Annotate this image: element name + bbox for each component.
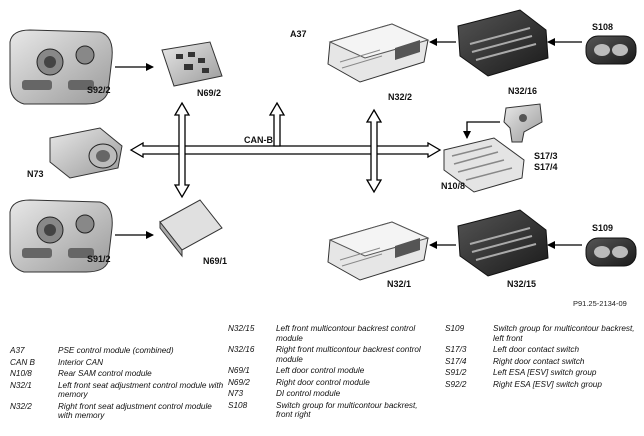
can-b-bus: CAN-B (129, 101, 442, 199)
n32-16-module-image (457, 9, 549, 77)
s17-switch-image (503, 103, 543, 143)
signal-arrows (115, 38, 582, 249)
label-s108: S108 (592, 22, 613, 32)
label-n69-2: N69/2 (197, 88, 221, 98)
label-n69-1: N69/1 (203, 256, 227, 266)
can-b-network-diagram: CAN-B S92/2 N69/2 N73 (9, 9, 637, 308)
s91-2-switch-image (9, 199, 113, 273)
n69-1-module-image (159, 199, 223, 258)
n32-15-module-image (457, 209, 549, 277)
label-s17-4: S17/4 (534, 162, 558, 172)
label-a37: A37 (290, 29, 307, 39)
label-n32-2: N32/2 (388, 92, 412, 102)
label-n10-8: N10/8 (441, 181, 465, 191)
label-s92-2: S92/2 (87, 85, 111, 95)
n32-1-module-image (327, 221, 430, 281)
n10-8-module-image (443, 137, 525, 193)
n69-2-module-image (161, 41, 223, 87)
label-s91-2: S91/2 (87, 254, 111, 264)
n73-module-image (49, 127, 123, 179)
label-n32-15: N32/15 (507, 279, 536, 289)
bus-stem-n32 (365, 108, 383, 194)
label-s17-3: S17/3 (534, 151, 558, 161)
bus-stem-n69 (173, 101, 191, 199)
bus-stem-a37 (268, 101, 286, 147)
label-n32-1: N32/1 (387, 279, 411, 289)
bus-label: CAN-B (244, 135, 273, 145)
s109-switch-image (585, 237, 637, 267)
figure-reference: P91.25-2134-09 (573, 299, 627, 308)
s92-2-switch-image (9, 29, 113, 105)
s108-switch-image (585, 35, 637, 65)
label-n32-16: N32/16 (508, 86, 537, 96)
label-s109: S109 (592, 223, 613, 233)
arrow-s17-to-n10-8 (463, 121, 500, 139)
label-n73: N73 (27, 169, 44, 179)
n32-2-module-image (327, 23, 430, 83)
